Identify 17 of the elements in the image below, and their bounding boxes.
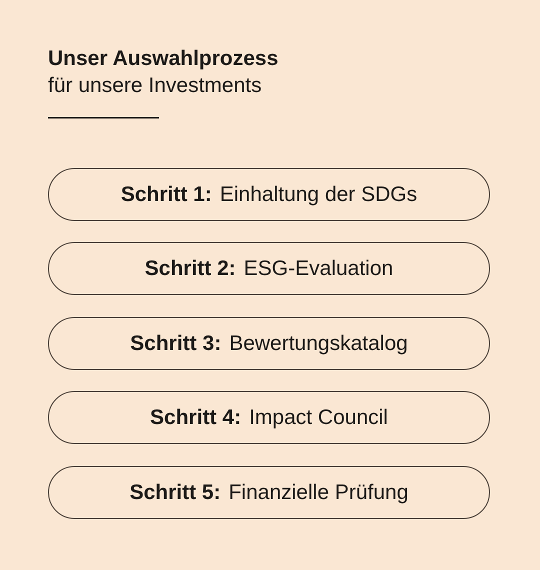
title: Unser Auswahlprozess [48,46,278,72]
process-step [48,168,490,221]
step-title: Impact Council [249,404,388,430]
step-number: Schritt 2: [144,256,236,282]
subtitle: für unsere Investments [48,73,262,99]
process-step [48,242,490,295]
step-number: Schritt 1: [120,182,212,208]
step-number: Schritt 5: [130,480,221,506]
process-step [48,317,490,370]
step-number: Schritt 3: [130,330,222,356]
step-number: Schritt 4: [150,404,242,430]
step-title: Bewertungskatalog [229,330,408,356]
process-step [48,466,490,519]
step-title: Einhaltung der SDGs [220,182,418,208]
step-title: Finanzielle Prüfung [228,480,408,506]
process-step [48,391,490,444]
step-title: ESG-Evaluation [244,256,394,282]
